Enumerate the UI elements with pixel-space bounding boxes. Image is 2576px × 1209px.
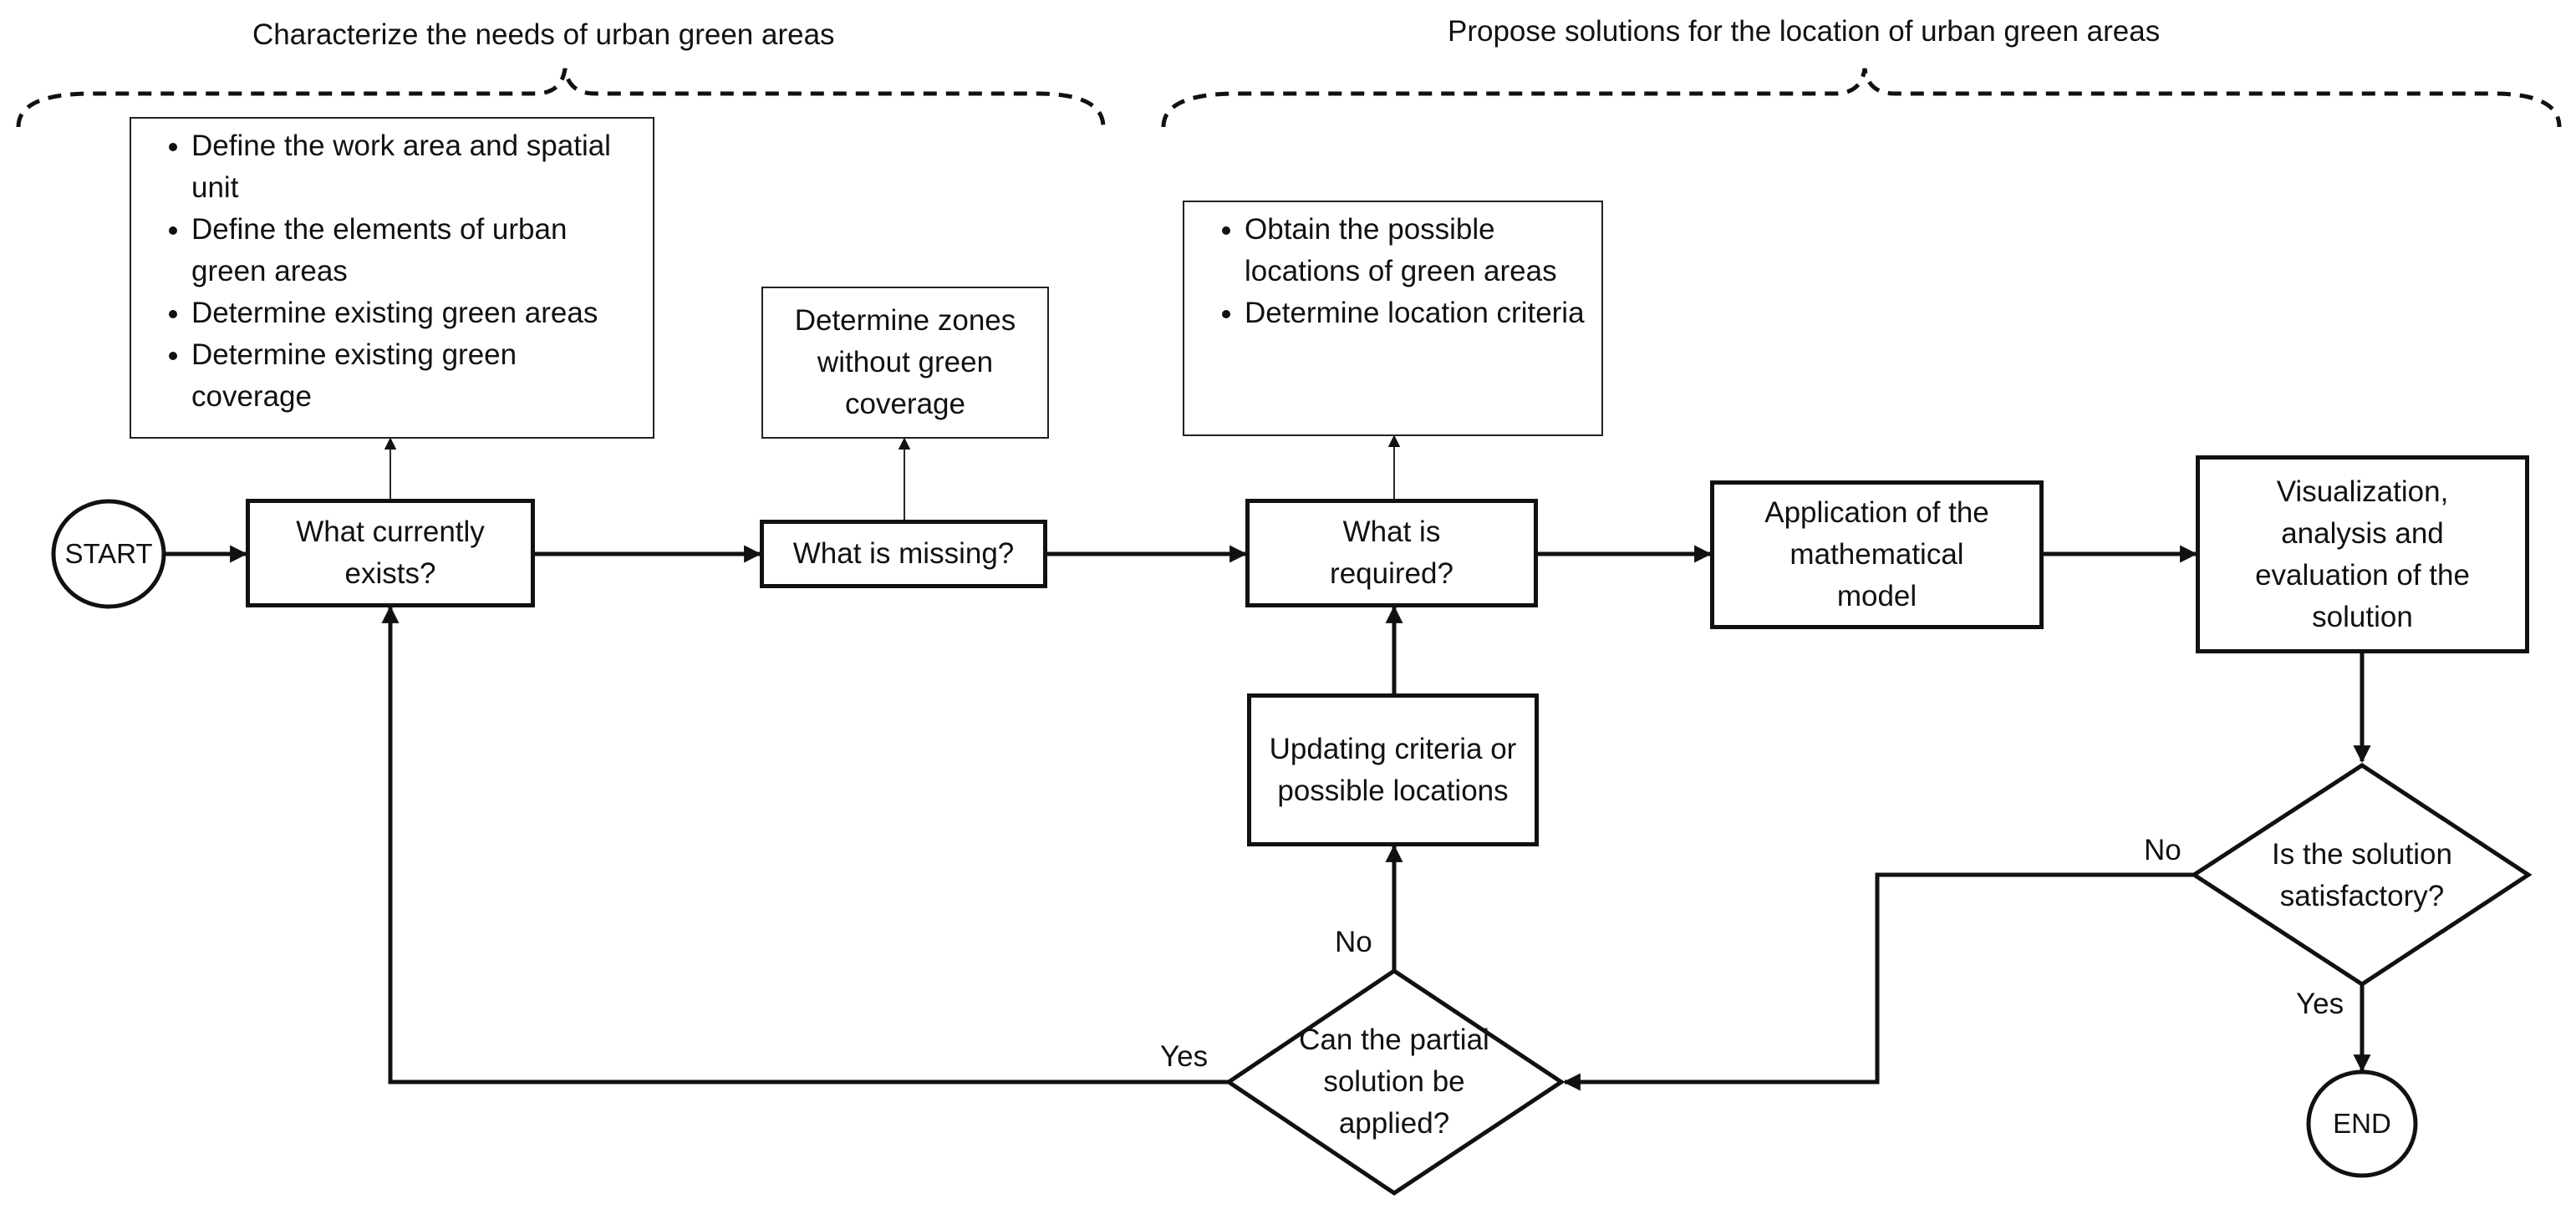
- visualization-box: Visualization, analysis and evaluation o…: [2196, 455, 2529, 653]
- satisfactory-question: Is the solution satisfactory?: [2272, 838, 2452, 912]
- partial-no-label: No: [1335, 926, 1372, 958]
- task-item: Determine existing green areas: [191, 292, 641, 334]
- arrow-partial-yes-to-exists: [381, 605, 1229, 1085]
- determine-zones-label: Determine zones without green coverage: [794, 304, 1016, 420]
- satisfactory-no-label: No: [2144, 834, 2181, 866]
- task-item: Define the elements of urban green areas: [191, 209, 641, 292]
- apply-model-box: Application of the mathematical model: [1710, 480, 2044, 629]
- section-title-propose: Propose solutions for the location of ur…: [1448, 15, 2161, 48]
- what-is-missing-label: What is missing?: [792, 537, 1015, 570]
- updating-criteria-box: Updating criteria or possible locations: [1247, 693, 1539, 846]
- what-is-missing-box: What is missing?: [760, 520, 1047, 588]
- characterize-tasks-list: Define the work area and spatial unit De…: [148, 125, 641, 418]
- task-item: Determine existing green coverage: [191, 334, 641, 418]
- partial-yes-label: Yes: [1160, 1040, 1209, 1073]
- section-title-characterize: Characterize the needs of urban green ar…: [252, 18, 835, 51]
- determine-zones-box: Determine zones without green coverage: [761, 287, 1049, 439]
- characterize-tasks-box: Define the work area and spatial unit De…: [130, 117, 654, 439]
- right-brace: [1161, 68, 2562, 128]
- task-item: Determine location criteria: [1245, 292, 1590, 334]
- left-brace: [16, 68, 1106, 128]
- what-is-required-label: What is required?: [1330, 516, 1453, 590]
- decision-satisfactory-diamond: [2190, 763, 2533, 987]
- start-label: START: [64, 538, 153, 569]
- apply-model-label: Application of the mathematical model: [1764, 496, 1989, 612]
- location-tasks-list: Obtain the possible locations of green a…: [1201, 209, 1590, 334]
- what-is-required-box: What is required?: [1245, 499, 1538, 607]
- what-currently-exists-label: What currently exists?: [296, 516, 485, 590]
- satisfactory-yes-label: Yes: [2296, 988, 2344, 1020]
- task-item: Obtain the possible locations of green a…: [1245, 209, 1590, 292]
- task-item: Define the work area and spatial unit: [191, 125, 641, 209]
- decision-partial-diamond: [1224, 968, 1565, 1196]
- partial-solution-question: Can the partial solution be applied?: [1299, 1024, 1489, 1140]
- start-circle: [51, 499, 166, 609]
- end-label: END: [2333, 1108, 2391, 1139]
- arrow-decision-no-to-partial: [1562, 872, 2194, 1091]
- updating-criteria-label: Updating criteria or possible locations: [1269, 732, 1517, 807]
- location-tasks-box: Obtain the possible locations of green a…: [1183, 201, 1603, 436]
- visualization-label: Visualization, analysis and evaluation o…: [2255, 475, 2470, 633]
- what-currently-exists-box: What currently exists?: [246, 499, 535, 607]
- end-circle: [2306, 1069, 2418, 1178]
